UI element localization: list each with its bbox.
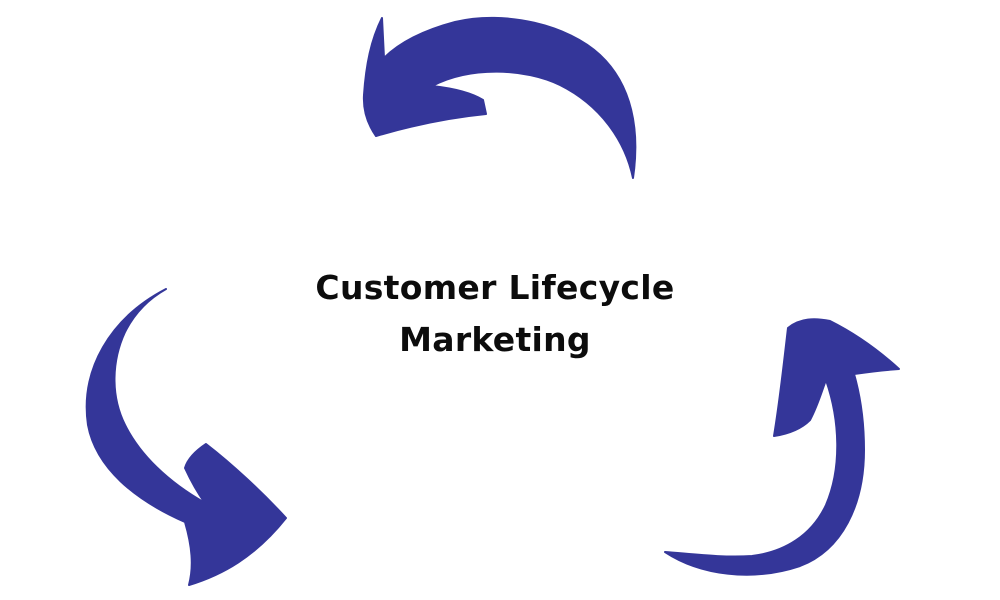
diagram-title: Customer Lifecycle Marketing (250, 262, 740, 366)
curved-arrow-left-icon (85, 288, 287, 586)
curved-arrow-top-icon (362, 16, 637, 179)
diagram-title-line-1: Customer Lifecycle (315, 268, 675, 307)
diagram-title-line-2: Marketing (399, 320, 591, 359)
curved-arrow-right-icon (664, 318, 900, 576)
